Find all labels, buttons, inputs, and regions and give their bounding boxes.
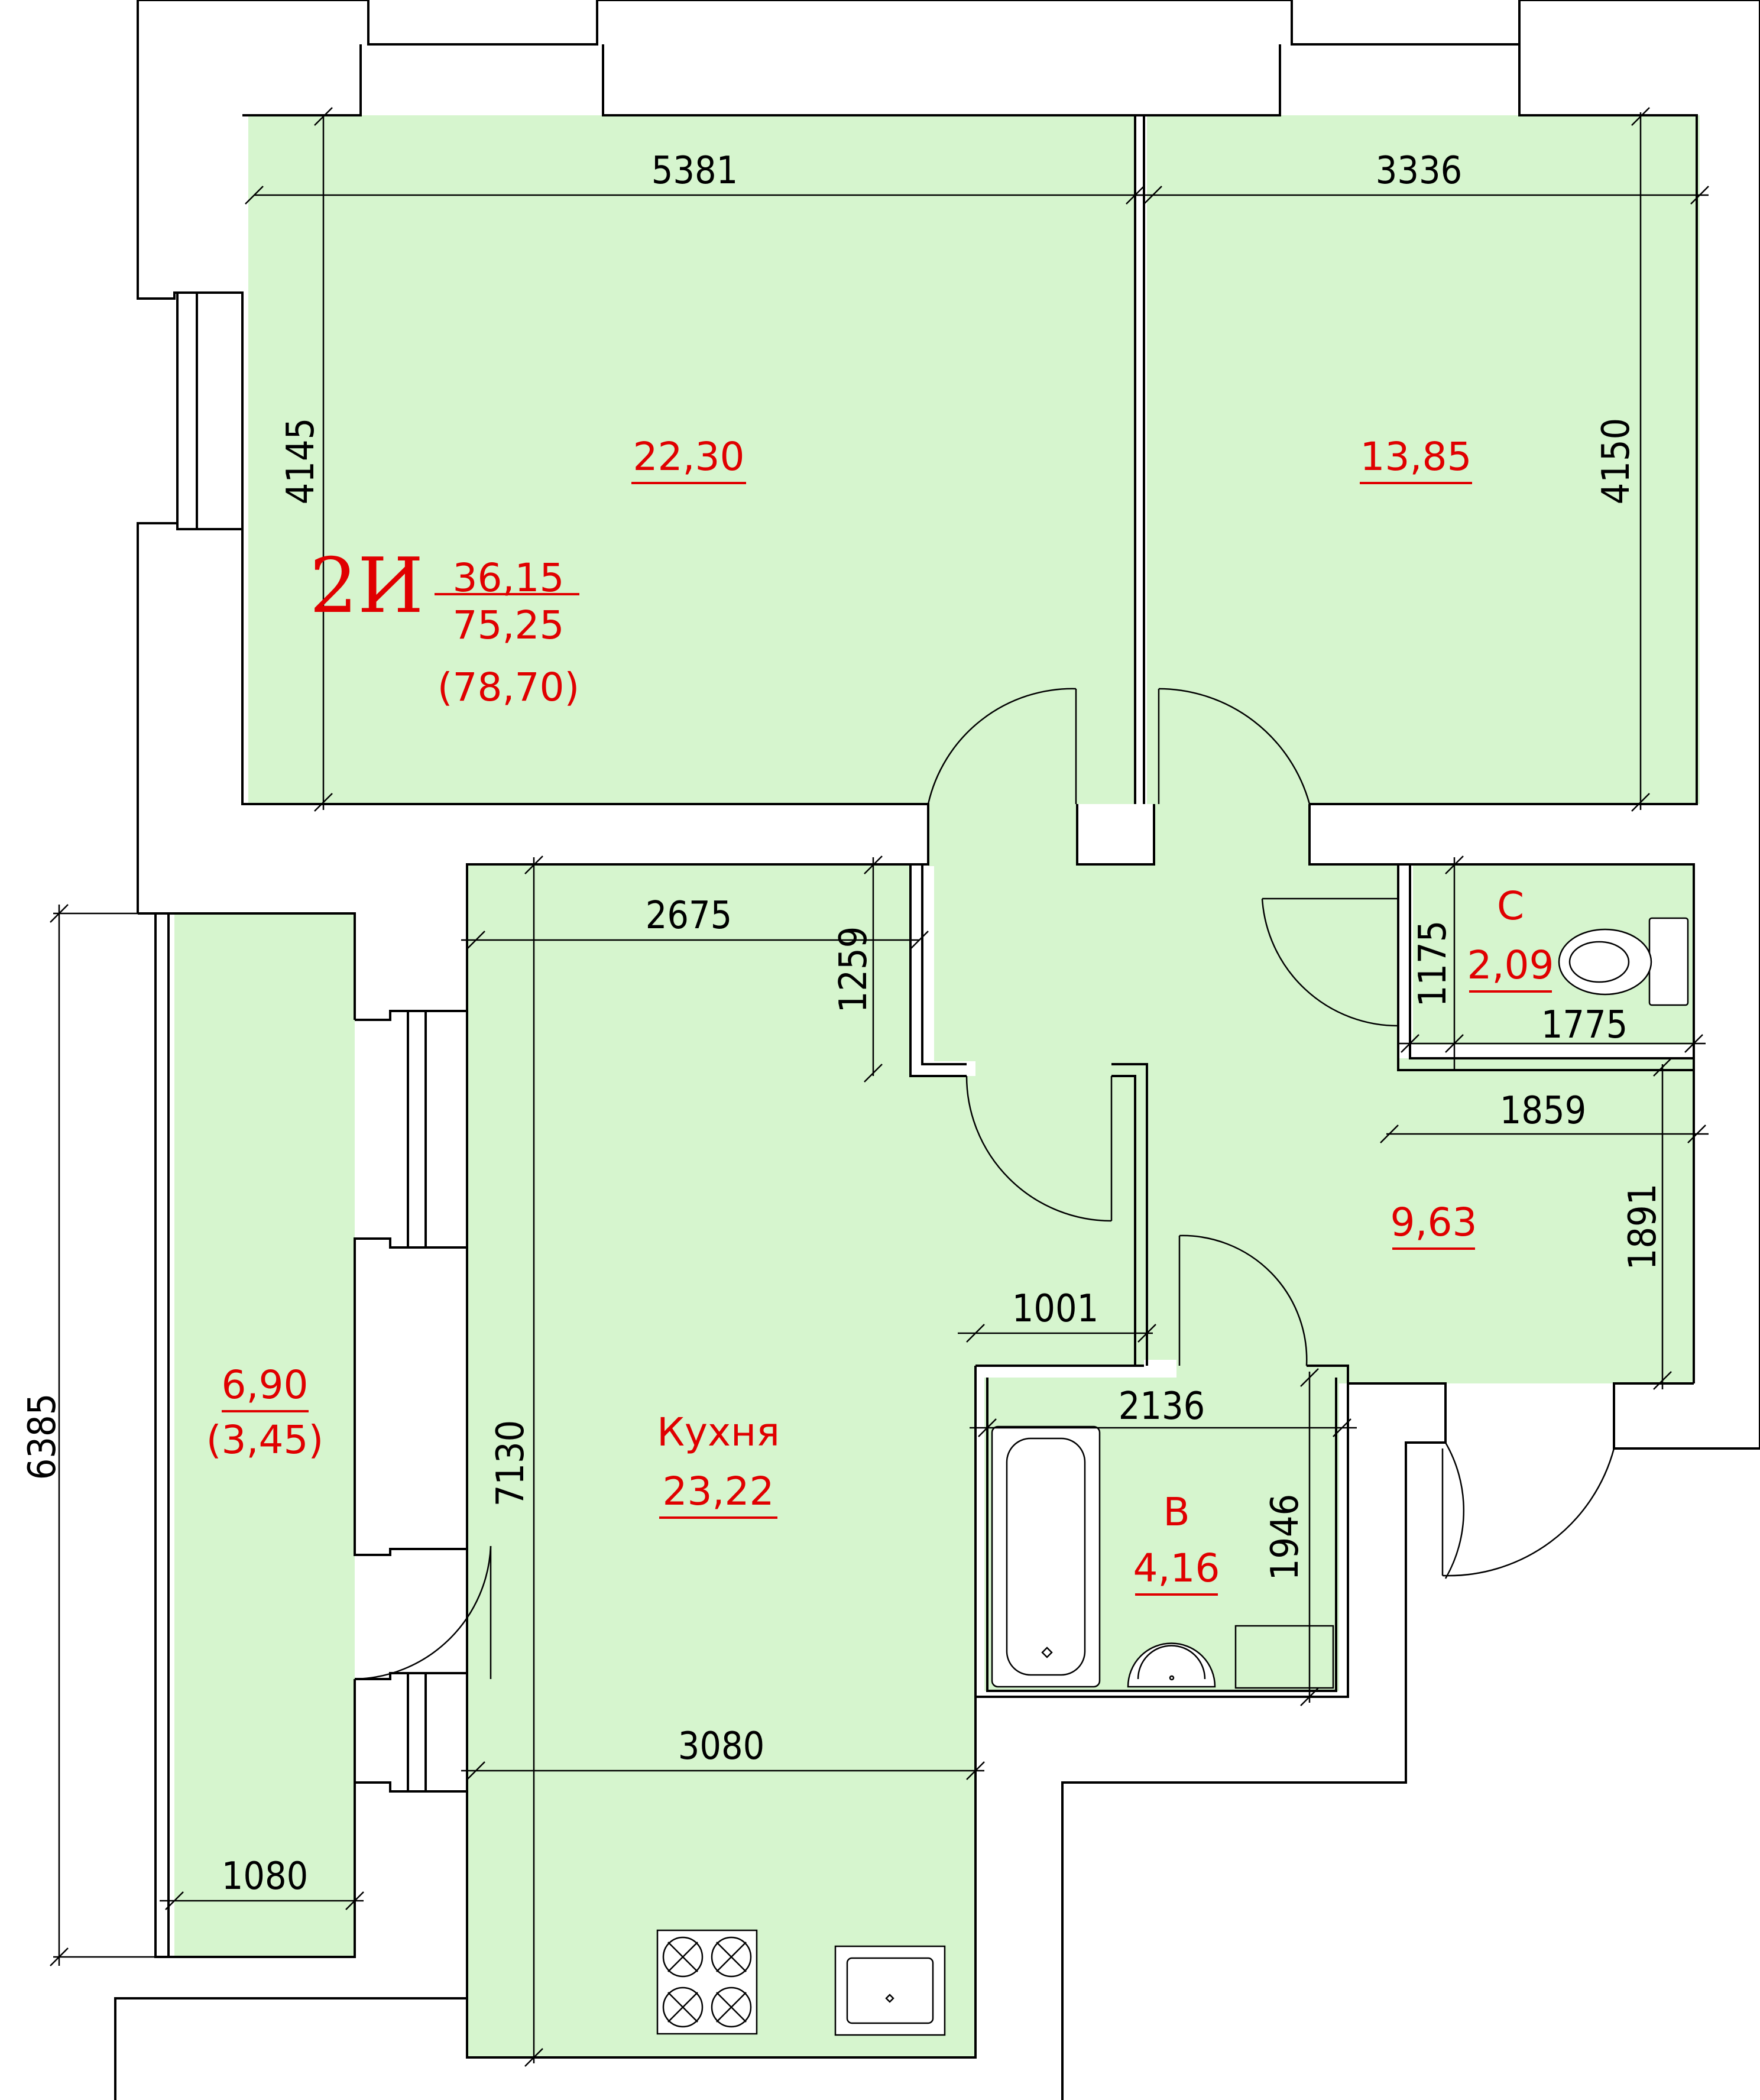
outer-wall-top-left (137, 0, 244, 913)
dim-2675: 2675 (646, 894, 732, 938)
balcony-door-swing (354, 1545, 492, 1680)
kitchen-hall-wall-3 (1111, 1075, 1136, 1366)
kitchen-sink-icon (834, 1945, 946, 2036)
balcony-reduced-area: (3,45) (206, 1417, 323, 1463)
dim-5381: 5381 (652, 149, 738, 193)
hall-area: 9,63 (1391, 1200, 1477, 1245)
bath-name: В (1163, 1489, 1189, 1535)
room-2-floor (1147, 115, 1700, 804)
dim-3336: 3336 (1376, 149, 1463, 193)
kitchen-area: 23,22 (663, 1469, 774, 1514)
hall-top-wall (1308, 804, 1695, 1383)
dim-4145: 4145 (279, 418, 323, 505)
wc-name: С (1497, 883, 1524, 929)
wc-area: 2,09 (1467, 942, 1554, 988)
dim-4150: 4150 (1594, 418, 1638, 505)
bathtub-icon (991, 1425, 1101, 1688)
dimension-lines (50, 107, 1709, 2067)
dim-1001: 1001 (1012, 1287, 1099, 1331)
sink-icon (1127, 1642, 1216, 1688)
dim-3080: 3080 (678, 1725, 765, 1768)
hall-floor (934, 864, 1694, 1383)
balcony-top (138, 912, 356, 1020)
balcony-floor (174, 913, 355, 1957)
total-area-with-balcony: (78,70) (437, 665, 579, 710)
dim-2136: 2136 (1119, 1385, 1205, 1428)
kitchen-name: Кухня (657, 1409, 780, 1455)
area-labels: 22,30 13,85 2И 36,15 75,25 (78,70) Кухня… (206, 434, 1554, 1596)
balcony-outer (154, 913, 356, 1958)
doorway-gap-2 (1153, 798, 1310, 866)
room1-area: 22,30 (633, 434, 745, 479)
apartment-type: 2И (309, 542, 423, 630)
dim-1946: 1946 (1263, 1494, 1307, 1581)
wc-door-swing (1261, 898, 1399, 1027)
doors (354, 688, 1615, 1680)
wc-walls-inner (1409, 864, 1694, 1059)
dimension-labels: 5381 3336 4145 4150 2675 1259 1175 1775 … (21, 149, 1665, 1898)
bath-area: 4,16 (1133, 1545, 1220, 1591)
toilet-icon (1558, 917, 1689, 1006)
entry-door-outer (1442, 1448, 1615, 1577)
outer-wall-top (138, 0, 1760, 46)
kitchen-door-swing (965, 1075, 1112, 1222)
room-1-floor (248, 115, 1135, 804)
balcony-window-1 (354, 1010, 468, 1558)
dim-1175: 1175 (1411, 921, 1455, 1007)
doorway-gap-1 (928, 798, 1076, 866)
dim-6385: 6385 (21, 1393, 64, 1480)
room-fills (174, 115, 1700, 2057)
room-top-wall (242, 44, 362, 116)
balcony-window-2 (355, 1672, 468, 1793)
column (1076, 804, 1155, 866)
kitchen-hall-wall (909, 864, 967, 1077)
fixtures (656, 917, 1689, 2036)
entry-door-swing (1444, 1442, 1465, 1579)
walls (114, 0, 1760, 2100)
dim-1259: 1259 (832, 926, 876, 1013)
kitchen-hall-wall-2 (1111, 1063, 1148, 1366)
kitchen-hall-wall-inner (921, 864, 967, 1065)
room2-door-swing (1158, 688, 1311, 805)
room-top-wall-mid (602, 44, 1281, 116)
room-top-wall-right (1310, 44, 1698, 805)
balcony-area: 6,90 (222, 1362, 309, 1408)
bath-door-swing (1179, 1234, 1308, 1366)
room2-area: 13,85 (1360, 434, 1472, 479)
dim-1891: 1891 (1621, 1184, 1665, 1271)
wc-walls (1397, 864, 1694, 1071)
entry-wall (1061, 1382, 1447, 2100)
washing-machine-icon (1234, 1625, 1334, 1689)
dim-1859: 1859 (1500, 1089, 1587, 1133)
total-area: 75,25 (453, 602, 565, 648)
bath-walls (974, 1366, 1349, 1698)
stove-icon (656, 1929, 758, 2035)
dim-1775: 1775 (1541, 1003, 1628, 1047)
dim-1080: 1080 (222, 1855, 309, 1898)
room1-door-swing (927, 688, 1077, 805)
dim-7130: 7130 (489, 1420, 533, 1507)
bath-walls-inner (986, 1378, 1337, 1692)
